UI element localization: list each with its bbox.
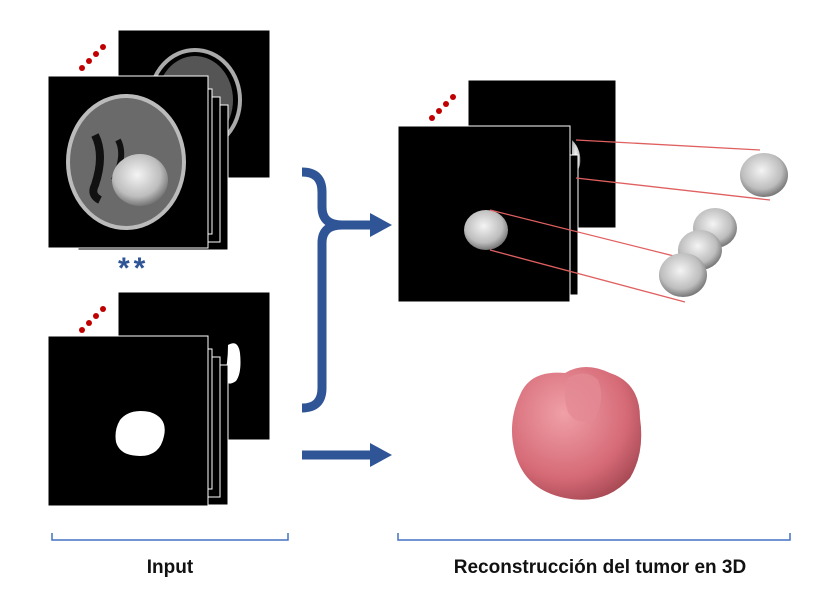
- tumor-crops: [659, 153, 788, 297]
- arrow-to-3d: [302, 443, 392, 467]
- output-bracket: [397, 533, 791, 541]
- mri-slice-stack: [47, 29, 271, 251]
- input-bracket: [51, 533, 289, 541]
- reconstruction-label: Reconstrucción del tumor en 3D: [453, 557, 747, 578]
- asterisks: **: [118, 252, 150, 285]
- projection-lines: [489, 139, 771, 303]
- mask-slice-stack: [47, 291, 271, 507]
- tumor-slice-stack: [397, 79, 617, 303]
- continuation-dots: [79, 306, 106, 333]
- arrow-head: [370, 213, 392, 237]
- input-label: Input: [146, 557, 194, 578]
- merge-brace-arrow: [301, 167, 370, 413]
- continuation-dots: [429, 94, 456, 121]
- tumor-3d-render: [511, 367, 642, 500]
- continuation-dots: [79, 44, 106, 71]
